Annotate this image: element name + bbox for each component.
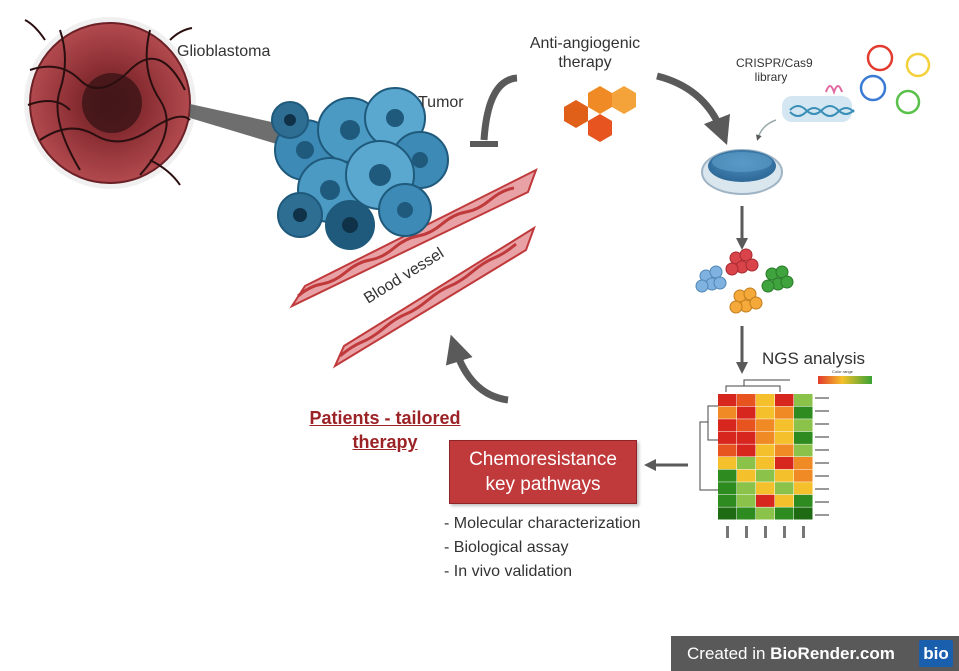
drug-molecule — [564, 86, 636, 142]
heatmap-cell — [794, 482, 813, 495]
cell-clusters — [695, 248, 794, 314]
heatmap-cell — [775, 457, 794, 470]
heatmap-cell — [756, 431, 775, 444]
tumor-label: Tumor — [418, 94, 464, 111]
heatmap-cell — [718, 406, 737, 419]
heatmap-cell — [775, 494, 794, 507]
heatmap-cell — [737, 419, 756, 432]
biorender-logo: bio — [919, 640, 953, 667]
crispr-line-2: library — [754, 70, 788, 84]
bullet-item: - Molecular characterization — [444, 515, 641, 532]
anti-angiogenic-label: Anti-angiogenic therapy — [520, 34, 650, 72]
heatmap-cell — [794, 507, 813, 520]
heatmap-cell — [718, 482, 737, 495]
footer-prefix: Created in — [687, 643, 771, 663]
anti-angiogenic-line-2: therapy — [558, 54, 612, 71]
chemoresistance-box: Chemoresistance key pathways — [449, 440, 637, 504]
crispr-library-illustration — [756, 85, 855, 141]
heatmap-cell — [718, 431, 737, 444]
heatmap-cell — [775, 507, 794, 520]
heatmap-cell — [794, 444, 813, 457]
heatmap-cell — [756, 406, 775, 419]
petri-dish — [701, 149, 783, 195]
heatmap-cell — [794, 394, 813, 407]
heatmap: Color range — [699, 369, 872, 538]
heatmap-cell — [718, 469, 737, 482]
heatmap-cell — [737, 494, 756, 507]
heatmap-cell — [775, 431, 794, 444]
heatmap-cell — [737, 406, 756, 419]
tumor-cell-cluster — [271, 87, 449, 250]
heatmap-cell — [794, 431, 813, 444]
heatmap-cell — [775, 482, 794, 495]
color-range-bar — [818, 376, 872, 384]
bullet-list: - Molecular characterization - Biologica… — [444, 512, 641, 584]
patients-line-2: therapy — [352, 432, 418, 452]
heatmap-cell — [756, 444, 775, 457]
crispr-label: CRISPR/Cas9 library — [736, 56, 813, 84]
bullet-item: - Biological assay — [444, 539, 569, 556]
heatmap-cell — [718, 444, 737, 457]
heatmap-cell — [737, 394, 756, 407]
return-arrow — [445, 334, 509, 404]
box-line-1: Chemoresistance — [469, 449, 617, 470]
footer-text: Created in BioRender.com — [671, 644, 895, 664]
anti-angiogenic-line-1: Anti-angiogenic — [529, 35, 641, 52]
heatmap-cell — [794, 406, 813, 419]
heatmap-cell — [794, 494, 813, 507]
heatmap-cell — [794, 469, 813, 482]
heatmap-cell — [756, 469, 775, 482]
zoom-cone — [190, 104, 290, 148]
heatmap-cell — [756, 419, 775, 432]
glioblastoma-illustration — [24, 17, 196, 189]
heatmap-row-labels — [815, 397, 829, 516]
heatmap-cell — [718, 507, 737, 520]
bullet-item: - In vivo validation — [444, 563, 573, 580]
heatmap-cell — [737, 482, 756, 495]
plasmid-rings — [859, 44, 931, 115]
crispr-line-1: CRISPR/Cas9 — [736, 56, 813, 70]
heatmap-cell — [756, 494, 775, 507]
ngs-analysis-label: NGS analysis — [762, 349, 865, 368]
heatmap-cell — [756, 394, 775, 407]
blood-vessel — [289, 167, 538, 369]
heatmap-cell — [775, 394, 794, 407]
arrow-to-dish — [656, 72, 731, 146]
heatmap-cell — [737, 457, 756, 470]
heatmap-cell — [718, 419, 737, 432]
heatmap-cell — [756, 507, 775, 520]
biorender-footer: Created in BioRender.com bio — [671, 636, 959, 671]
heatmap-cell — [775, 419, 794, 432]
heatmap-cell — [737, 469, 756, 482]
footer-brand: BioRender.com — [770, 643, 895, 663]
patients-line-1: Patients - tailored — [309, 408, 461, 428]
heatmap-col-labels — [726, 526, 805, 538]
heatmap-cell — [775, 444, 794, 457]
heatmap-cell — [737, 444, 756, 457]
heatmap-dendrogram — [699, 379, 790, 491]
heatmap-cell — [718, 394, 737, 407]
heatmap-cell — [756, 482, 775, 495]
heatmap-cell — [737, 507, 756, 520]
patients-tailored-therapy: Patients - tailored therapy — [295, 406, 475, 454]
heatmap-cell — [718, 457, 737, 470]
heatmap-cell — [718, 494, 737, 507]
inhibition-arrow — [470, 74, 518, 147]
heatmap-cell — [794, 457, 813, 470]
glioblastoma-label: Glioblastoma — [177, 43, 271, 60]
heatmap-cell — [737, 431, 756, 444]
heatmap-cell — [775, 406, 794, 419]
heatmap-cell — [775, 469, 794, 482]
heatmap-cell — [756, 457, 775, 470]
heatmap-cell — [794, 419, 813, 432]
box-line-2: key pathways — [485, 474, 601, 495]
color-range-label: Color range — [832, 369, 854, 374]
